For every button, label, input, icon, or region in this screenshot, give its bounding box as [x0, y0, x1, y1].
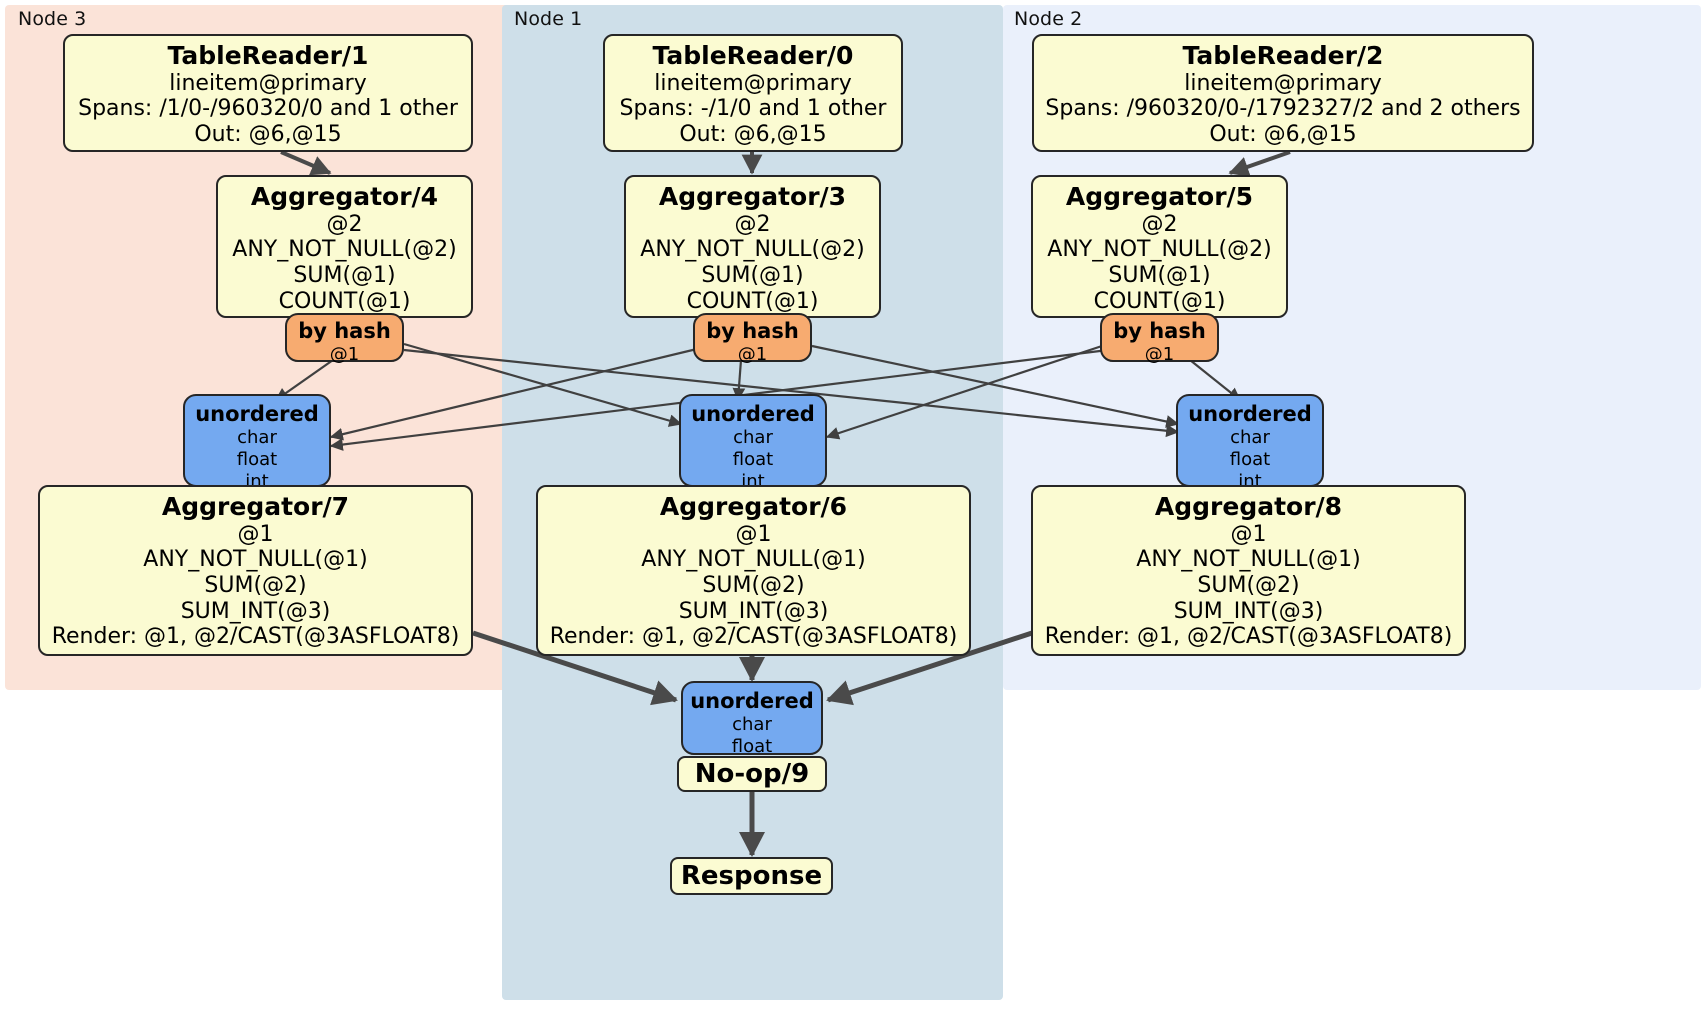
processor-line: lineitem@primary: [654, 70, 852, 96]
processor-label: Response: [680, 861, 823, 891]
processor-line: @2: [734, 211, 771, 237]
processor-tablereader-1[interactable]: TableReader/1 lineitem@primary Spans: /1…: [63, 34, 473, 152]
edge-hash2-to-unordered2: [1189, 359, 1242, 401]
processor-line: Out: @6,@15: [679, 121, 827, 147]
processor-line: ANY_NOT_NULL(@1): [143, 547, 368, 573]
router-hash-node1[interactable]: by hash @1: [693, 313, 812, 365]
processor-aggregator-4[interactable]: Aggregator/4 @2 ANY_NOT_NULL(@2) SUM(@1)…: [216, 175, 473, 318]
node-panel-label-node3: Node 3: [18, 8, 87, 30]
processor-line: SUM(@1): [701, 262, 804, 288]
router-line: char: [1230, 427, 1270, 449]
processor-aggregator-5[interactable]: Aggregator/5 @2 ANY_NOT_NULL(@2) SUM(@1)…: [1031, 175, 1288, 318]
edge-agg7-to-final-unordered: [472, 630, 678, 706]
edge-hash3-to-unordered2: [403, 348, 1180, 438]
processor-line: SUM(@2): [702, 572, 805, 598]
processor-line: SUM(@1): [293, 262, 396, 288]
router-line: float: [731, 736, 773, 758]
node-panel-label-node2: Node 2: [1014, 8, 1083, 30]
processor-aggregator-8[interactable]: Aggregator/8 @1 ANY_NOT_NULL(@1) SUM(@2)…: [1031, 485, 1466, 656]
router-title: unordered: [195, 402, 319, 426]
processor-title: Aggregator/6: [659, 492, 848, 521]
processor-line: lineitem@primary: [169, 70, 367, 96]
processor-line: SUM_INT(@3): [1173, 598, 1324, 624]
processor-title: Aggregator/5: [1065, 182, 1254, 211]
processor-line: SUM_INT(@3): [180, 598, 331, 624]
processor-aggregator-6[interactable]: Aggregator/6 @1 ANY_NOT_NULL(@1) SUM(@2)…: [536, 485, 971, 656]
edge-hash3-to-unordered3: [274, 359, 334, 401]
router-title: by hash: [706, 319, 799, 343]
processor-line: ANY_NOT_NULL(@1): [641, 547, 866, 573]
processor-line: ANY_NOT_NULL(@1): [1136, 547, 1361, 573]
edge-hash1-to-unordered1: [732, 359, 746, 402]
router-line: @1: [737, 344, 768, 366]
router-line: char: [733, 427, 773, 449]
processor-title: Aggregator/3: [658, 182, 847, 211]
processor-title: Aggregator/8: [1154, 492, 1343, 521]
processor-title: TableReader/1: [167, 41, 369, 70]
processor-aggregator-3[interactable]: Aggregator/3 @2 ANY_NOT_NULL(@2) SUM(@1)…: [624, 175, 881, 318]
router-hash-node3[interactable]: by hash @1: [285, 313, 404, 365]
router-title: unordered: [1188, 402, 1312, 426]
processor-response[interactable]: Response: [670, 857, 833, 895]
processor-line: Render: @1, @2/CAST(@3ASFLOAT8): [51, 624, 460, 650]
processor-title: Aggregator/4: [250, 182, 439, 211]
router-title: unordered: [690, 689, 814, 713]
edge-hash3-to-unordered1: [403, 342, 683, 427]
processor-line: SUM(@2): [1197, 572, 1300, 598]
router-unordered-final[interactable]: unordered char float: [681, 681, 823, 758]
processor-aggregator-7[interactable]: Aggregator/7 @1 ANY_NOT_NULL(@1) SUM(@2)…: [38, 485, 473, 656]
processor-line: COUNT(@1): [1093, 288, 1226, 314]
processor-line: @1: [1230, 521, 1267, 547]
processor-line: ANY_NOT_NULL(@2): [1047, 237, 1272, 263]
edge-hash1-to-unordered3: [329, 346, 702, 441]
edge-tr2-to-agg5: [1228, 150, 1291, 177]
processor-no-op-9[interactable]: No-op/9: [677, 756, 827, 792]
node-panel-label-node1: Node 1: [514, 8, 583, 30]
processor-line: SUM(@2): [204, 572, 307, 598]
router-unordered-node3[interactable]: unordered char float int: [183, 394, 331, 492]
processor-line: @1: [237, 521, 274, 547]
router-line: @1: [329, 344, 360, 366]
router-line: char: [732, 714, 772, 736]
processor-label: No-op/9: [694, 759, 810, 789]
processor-line: Render: @1, @2/CAST(@3ASFLOAT8): [1044, 624, 1453, 650]
processor-line: @2: [1141, 211, 1178, 237]
processor-line: ANY_NOT_NULL(@2): [640, 237, 865, 263]
router-line: float: [236, 449, 278, 471]
router-title: unordered: [691, 402, 815, 426]
router-title: by hash: [1113, 319, 1206, 343]
processor-line: Spans: /960320/0-/1792327/2 and 2 others: [1045, 96, 1521, 122]
processor-title: TableReader/0: [652, 41, 854, 70]
processor-title: TableReader/2: [1182, 41, 1384, 70]
processor-line: Spans: /1/0-/960320/0 and 1 other: [78, 96, 458, 122]
processor-tablereader-2[interactable]: TableReader/2 lineitem@primary Spans: /9…: [1032, 34, 1534, 152]
edge-agg8-to-final-unordered: [826, 630, 1033, 706]
processor-line: ANY_NOT_NULL(@2): [232, 237, 457, 263]
router-title: by hash: [298, 319, 391, 343]
edge-hash1-to-unordered2: [811, 344, 1180, 428]
router-line: float: [1229, 449, 1271, 471]
processor-title: Aggregator/7: [161, 492, 350, 521]
router-hash-node2[interactable]: by hash @1: [1100, 313, 1219, 365]
processor-line: Out: @6,@15: [194, 121, 342, 147]
router-unordered-node1[interactable]: unordered char float int: [679, 394, 827, 492]
processor-line: COUNT(@1): [686, 288, 819, 314]
processor-tablereader-0[interactable]: TableReader/0 lineitem@primary Spans: -/…: [603, 34, 903, 152]
processor-line: COUNT(@1): [278, 288, 411, 314]
router-line: @1: [1144, 344, 1175, 366]
processor-line: @2: [326, 211, 363, 237]
processor-line: SUM(@1): [1108, 262, 1211, 288]
processor-line: Render: @1, @2/CAST(@3ASFLOAT8): [549, 624, 958, 650]
router-line: char: [237, 427, 277, 449]
router-unordered-node2[interactable]: unordered char float int: [1176, 394, 1324, 492]
edge-tr1-to-agg4: [280, 150, 332, 176]
edge-hash2-to-unordered1: [825, 342, 1109, 440]
processor-line: @1: [735, 521, 772, 547]
processor-line: Spans: -/1/0 and 1 other: [619, 96, 887, 122]
router-line: float: [732, 449, 774, 471]
processor-line: SUM_INT(@3): [678, 598, 829, 624]
processor-line: lineitem@primary: [1184, 70, 1382, 96]
processor-line: Out: @6,@15: [1209, 121, 1357, 147]
